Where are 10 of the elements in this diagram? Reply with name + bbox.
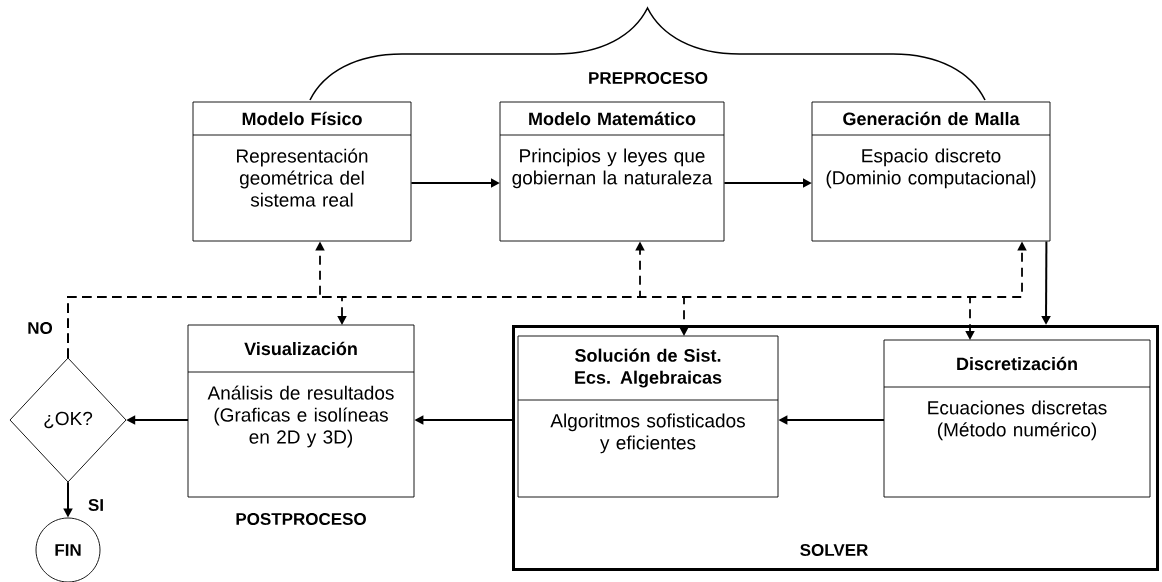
process-box: Modelo Matemático Principios y leyes que gobiernan la naturaleza bbox=[499, 101, 725, 242]
process-box: Solución de Sist. Ecs. Algebraicas Algoritmos sofisticados y eficientes bbox=[517, 335, 779, 498]
process-box: Modelo Físico Representación geométrica del sistema real bbox=[192, 101, 412, 242]
section-label: POSTPROCESO bbox=[236, 513, 366, 526]
process-box: Visualización Análisis de resultados (Graficas e isolíneas en 2D y 3D) bbox=[187, 324, 415, 498]
edge-label: NO bbox=[25, 320, 55, 336]
process-box: Discretización Ecuaciones discretas (Método numérico) bbox=[883, 339, 1151, 498]
edge-label: SI bbox=[85, 497, 107, 514]
section-label: PREPROCESO bbox=[589, 72, 708, 85]
process-box: Generación de Malla Espacio discreto (Dominio computacional) bbox=[811, 101, 1051, 242]
